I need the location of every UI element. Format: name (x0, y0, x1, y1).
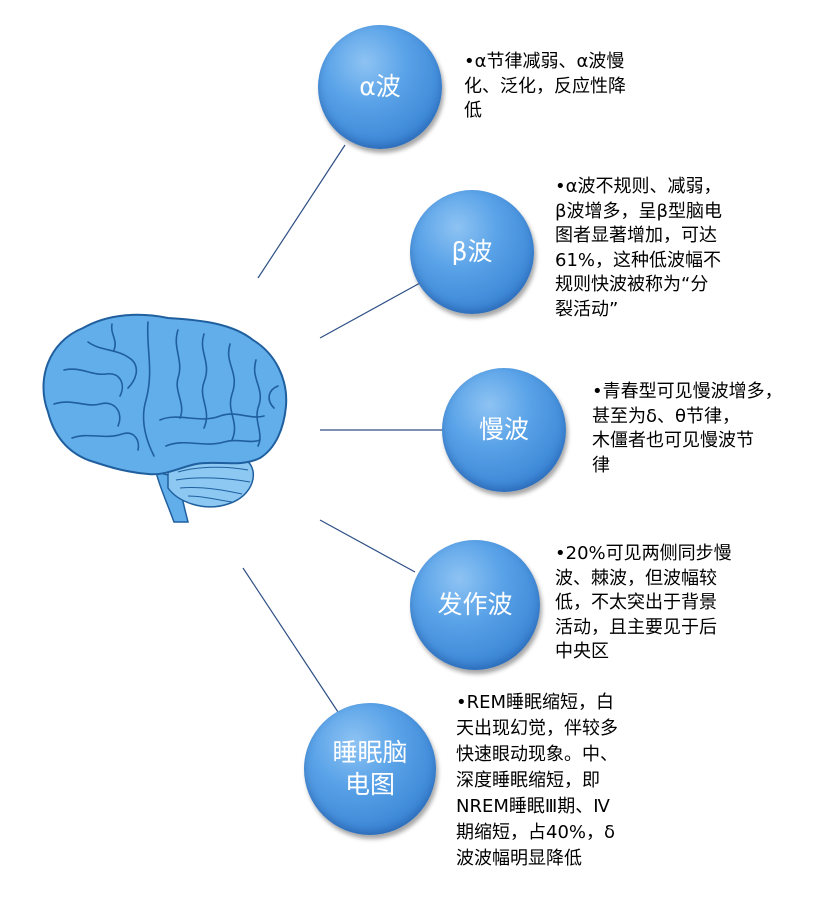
desc-alpha: •α节律减弱、α波慢 化、泛化，反应性降 低 (464, 51, 626, 121)
connector-sleep (242, 567, 339, 713)
desc-sleep-eeg: •REM睡眠缩短，白 天出现幻觉，伴较多 快速眼动现象。中、 深度睡眠缩短，即 … (456, 692, 618, 869)
connector-alpha (257, 144, 346, 279)
node-beta: β波 (410, 190, 534, 314)
node-sleep-eeg: 睡眠脑电图 (304, 703, 436, 835)
connector-beta (319, 282, 421, 339)
node-slow-label: 慢波 (478, 415, 529, 444)
connector-seizure (319, 519, 416, 573)
desc-beta: •α波不规则、减弱， β波增多，呈β型脑电 图者显著增加，可达 61%，这种低波… (555, 176, 722, 320)
brain-icon (42, 313, 288, 523)
node-slow: 慢波 (442, 368, 566, 492)
node-sleep-eeg-label: 睡眠脑电图 (332, 738, 408, 799)
desc-seizure: •20%可见两侧同步慢 波、棘波，但波幅较 低，不太突出于背景 活动，且主要见于… (555, 543, 732, 662)
node-alpha-label: α波 (359, 72, 401, 101)
node-seizure: 发作波 (410, 540, 540, 670)
node-beta-label: β波 (451, 237, 493, 266)
node-alpha: α波 (318, 25, 442, 149)
node-seizure-label: 发作波 (437, 590, 513, 619)
desc-slow: •青春型可见慢波增多， 甚至为δ、θ节律， 木僵者也可见慢波节 律 (592, 381, 783, 476)
